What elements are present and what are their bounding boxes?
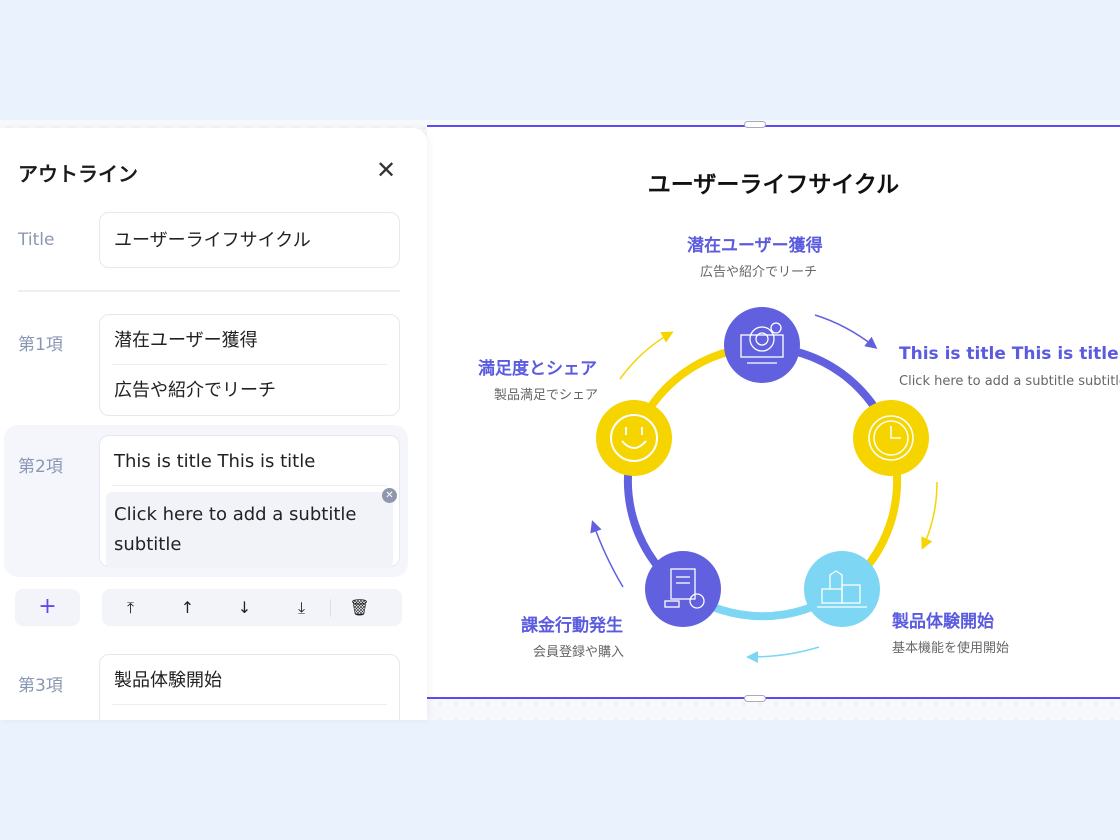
node-3-title[interactable]: 製品体験開始	[892, 612, 994, 632]
item-1-label: 第1項	[18, 335, 63, 355]
move-down-icon[interactable]: ↓	[237, 598, 252, 617]
item-2-label: 第2項	[18, 457, 63, 477]
slide-title[interactable]: ユーザーライフサイクル	[647, 172, 900, 198]
node-3[interactable]	[804, 551, 880, 627]
cycle-diagram	[590, 307, 938, 663]
node-2-subtitle[interactable]: Click here to add a subtitle subtitle	[899, 374, 1120, 389]
resize-handle-top[interactable]	[744, 121, 766, 128]
resize-handle-bottom[interactable]	[744, 695, 766, 702]
node-2[interactable]	[853, 400, 929, 476]
delete-icon[interactable]: 🗑	[349, 598, 370, 617]
divider	[18, 290, 400, 292]
monitor-target-icon	[740, 322, 784, 364]
title-value[interactable]: ユーザーライフサイクル	[114, 230, 311, 251]
field-divider	[112, 704, 387, 705]
arrow-4	[590, 520, 624, 588]
arrow-2	[921, 481, 938, 550]
item-1-box: 潜在ユーザー獲得 広告や紹介でリーチ	[99, 314, 400, 416]
document-icon	[664, 568, 705, 609]
move-to-bottom-icon[interactable]: ⤓	[297, 597, 306, 617]
close-icon[interactable]: ✕	[376, 156, 397, 184]
item-2-subtitle-text[interactable]: Click here to add a subtitle subtitle	[114, 504, 357, 555]
arrow-1	[814, 314, 878, 349]
smiley-icon	[610, 414, 658, 462]
item-toolbar: ⤒ ↑ ↓ ⤓ 🗑	[102, 589, 402, 626]
item-2-title-input[interactable]: This is title This is title	[114, 451, 316, 472]
field-divider	[112, 485, 387, 486]
buildings-icon	[817, 570, 867, 608]
item-1-subtitle-input[interactable]: 広告や紹介でリーチ	[114, 380, 276, 401]
title-label: Title	[18, 230, 55, 250]
node-2-title[interactable]: This is title This is title	[899, 344, 1119, 364]
node-5[interactable]	[596, 400, 672, 476]
item-2-box: This is title This is title Click here t…	[99, 435, 400, 568]
node-5-title[interactable]: 満足度とシェア	[478, 359, 597, 379]
node-3-subtitle[interactable]: 基本機能を使用開始	[892, 641, 1010, 656]
node-4-subtitle[interactable]: 会員登録や購入	[533, 645, 625, 660]
item-1-title-input[interactable]: 潜在ユーザー獲得	[114, 330, 258, 351]
node-4-title[interactable]: 課金行動発生	[521, 616, 623, 636]
move-to-top-icon[interactable]: ⤒	[126, 597, 135, 617]
item-2-subtitle-input[interactable]: Click here to add a subtitle subtitle ✕	[106, 488, 397, 568]
arrow-5	[619, 331, 674, 380]
field-divider	[112, 364, 387, 365]
outline-panel: アウトライン ✕ Title ユーザーライフサイクル 第1項 潜在ユーザー獲得 …	[0, 128, 427, 720]
node-4[interactable]	[645, 551, 721, 627]
node-1-title[interactable]: 潜在ユーザー獲得	[687, 236, 823, 256]
add-item-button[interactable]: +	[15, 589, 80, 626]
panel-title: アウトライン	[18, 162, 138, 186]
title-input[interactable]: ユーザーライフサイクル	[99, 212, 400, 268]
arrow-3	[746, 646, 820, 663]
item-3-label: 第3項	[18, 676, 63, 696]
item-3-title-input[interactable]: 製品体験開始	[114, 670, 222, 691]
item-3-box: 製品体験開始	[99, 654, 400, 720]
slide[interactable]: ユーザーライフサイクル	[427, 125, 1120, 699]
node-1-subtitle[interactable]: 広告や紹介でリーチ	[700, 265, 818, 280]
node-1[interactable]	[724, 307, 800, 383]
move-up-icon[interactable]: ↑	[180, 598, 195, 617]
node-5-subtitle[interactable]: 製品満足でシェア	[494, 388, 599, 403]
toolbar-divider	[330, 598, 331, 617]
clear-icon[interactable]: ✕	[382, 488, 397, 503]
clock-icon	[868, 415, 914, 461]
